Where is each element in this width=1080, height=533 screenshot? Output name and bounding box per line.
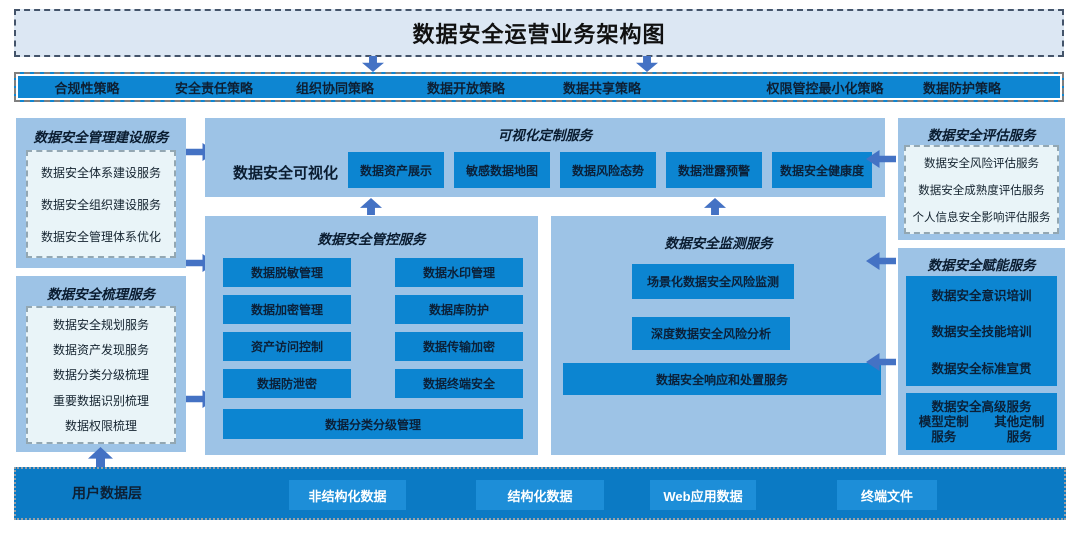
visualization-label: 数据安全可视化 bbox=[233, 165, 339, 182]
monitoring-button: 数据安全响应和处置服务 bbox=[563, 363, 881, 395]
viz-button: 数据泄露预警 bbox=[666, 152, 762, 188]
list-item: 数据安全意识培训 bbox=[931, 288, 1032, 303]
list-item: 数据安全成熟度评估服务 bbox=[918, 184, 1045, 197]
list-item: 模型定制服务 bbox=[918, 415, 969, 444]
control-button: 数据终端安全 bbox=[395, 369, 523, 398]
management-services-panel: 数据安全管理建设服务 数据安全体系建设服务 数据安全组织建设服务 数据安全管理体… bbox=[16, 118, 186, 268]
control-services-panel: 数据安全管控服务 数据脱敏管理 数据加密管理 资产访问控制 数据防泄密 数据水印… bbox=[205, 216, 538, 455]
enablement-services-panel: 数据安全赋能服务 数据安全意识培训 数据安全技能培训 数据安全标准宣贯 数据安全… bbox=[898, 248, 1065, 455]
control-button: 资产访问控制 bbox=[223, 332, 351, 361]
control-button: 数据传输加密 bbox=[395, 332, 523, 361]
policy-item: 组织协同策略 bbox=[295, 81, 375, 96]
list-item: 数据安全标准宣贯 bbox=[931, 362, 1032, 377]
monitoring-button: 场景化数据安全风险监测 bbox=[632, 264, 794, 299]
control-button: 数据防泄密 bbox=[223, 369, 351, 398]
viz-button: 敏感数据地图 bbox=[454, 152, 550, 188]
down-arrow-icon bbox=[362, 56, 384, 72]
evaluation-services-list: 数据安全风险评估服务 数据安全成熟度评估服务 个人信息安全影响评估服务 bbox=[904, 145, 1059, 234]
policy-item: 数据共享策略 bbox=[562, 81, 642, 96]
control-button: 数据脱敏管理 bbox=[223, 258, 351, 287]
data-type-button: 终端文件 bbox=[837, 480, 937, 510]
list-item: 数据资产发现服务 bbox=[52, 343, 149, 358]
viz-button: 数据风险态势 bbox=[560, 152, 656, 188]
panel-title: 数据安全赋能服务 bbox=[927, 258, 1036, 273]
list-item: 数据权限梳理 bbox=[64, 418, 137, 433]
data-type-button: 结构化数据 bbox=[476, 480, 604, 510]
policy-item: 权限管控最小化策略 bbox=[766, 81, 884, 96]
control-button: 数据水印管理 bbox=[395, 258, 523, 287]
viz-button: 数据资产展示 bbox=[348, 152, 444, 188]
panel-title: 数据安全评估服务 bbox=[927, 128, 1036, 143]
page-title: 数据安全运营业务架构图 bbox=[412, 22, 666, 47]
policy-item: 数据防护策略 bbox=[922, 81, 1002, 96]
list-item: 数据安全组织建设服务 bbox=[40, 197, 161, 212]
list-item: 数据安全规划服务 bbox=[52, 318, 149, 333]
policy-item: 数据开放策略 bbox=[426, 81, 506, 96]
monitoring-button: 深度数据安全风险分析 bbox=[632, 317, 790, 350]
control-right-column: 数据水印管理 数据库防护 数据传输加密 数据终端安全 bbox=[395, 258, 523, 398]
viz-button: 数据安全健康度 bbox=[772, 152, 873, 188]
list-item: 数据安全管理体系优化 bbox=[40, 229, 161, 244]
list-item: 数据安全风险评估服务 bbox=[924, 157, 1039, 170]
control-button: 数据库防护 bbox=[395, 295, 523, 324]
user-data-layer-label: 用户数据层 bbox=[72, 485, 142, 501]
management-services-list: 数据安全体系建设服务 数据安全组织建设服务 数据安全管理体系优化 bbox=[26, 150, 176, 258]
list-item: 个人信息安全影响评估服务 bbox=[912, 211, 1051, 224]
panel-title: 数据安全管理建设服务 bbox=[33, 130, 169, 145]
visualization-buttons: 数据资产展示 敏感数据地图 数据风险态势 数据泄露预警 数据安全健康度 bbox=[348, 152, 873, 188]
down-arrow-icon bbox=[636, 56, 658, 72]
policy-strip: 合规性策略 安全责任策略 组织协同策略 数据开放策略 数据共享策略 权限管控最小… bbox=[14, 72, 1064, 102]
advanced-services-items: 模型定制服务 其他定制服务 bbox=[906, 415, 1057, 445]
control-button: 数据加密管理 bbox=[223, 295, 351, 324]
combing-services-list: 数据安全规划服务 数据资产发现服务 数据分类分级梳理 重要数据识别梳理 数据权限… bbox=[26, 306, 176, 444]
control-left-column: 数据脱敏管理 数据加密管理 资产访问控制 数据防泄密 bbox=[223, 258, 351, 398]
visualization-services-panel: 可视化定制服务 数据安全可视化 数据资产展示 敏感数据地图 数据风险态势 数据泄… bbox=[205, 118, 885, 197]
data-type-button: Web应用数据 bbox=[650, 480, 756, 510]
monitoring-services-panel: 数据安全监测服务 场景化数据安全风险监测 深度数据安全风险分析 数据安全响应和处… bbox=[551, 216, 886, 455]
up-arrow-icon bbox=[704, 198, 726, 215]
panel-title: 数据安全梳理服务 bbox=[47, 287, 155, 302]
panel-title: 数据安全监测服务 bbox=[664, 236, 773, 251]
list-item: 数据安全体系建设服务 bbox=[40, 165, 161, 180]
data-type-button: 非结构化数据 bbox=[289, 480, 406, 510]
policy-item: 安全责任策略 bbox=[174, 81, 254, 96]
combing-services-panel: 数据安全梳理服务 数据安全规划服务 数据资产发现服务 数据分类分级梳理 重要数据… bbox=[16, 276, 186, 452]
panel-title: 数据安全管控服务 bbox=[317, 232, 426, 247]
control-bottom-button: 数据分类分级管理 bbox=[223, 409, 523, 439]
diagram-title-banner: 数据安全运营业务架构图 bbox=[14, 9, 1064, 57]
enablement-training-list: 数据安全意识培训 数据安全技能培训 数据安全标准宣贯 bbox=[906, 276, 1057, 386]
panel-title: 可视化定制服务 bbox=[497, 128, 593, 143]
advanced-services-box: 数据安全高级服务 模型定制服务 其他定制服务 bbox=[906, 393, 1057, 450]
list-item: 重要数据识别梳理 bbox=[52, 393, 149, 408]
evaluation-services-panel: 数据安全评估服务 数据安全风险评估服务 数据安全成熟度评估服务 个人信息安全影响… bbox=[898, 118, 1065, 240]
user-data-layer-bar: 用户数据层 非结构化数据 结构化数据 Web应用数据 终端文件 bbox=[14, 467, 1066, 520]
list-item: 数据安全技能培训 bbox=[931, 325, 1032, 340]
list-item: 其他定制服务 bbox=[994, 415, 1045, 444]
advanced-services-title: 数据安全高级服务 bbox=[931, 400, 1032, 414]
list-item: 数据分类分级梳理 bbox=[52, 368, 149, 383]
up-arrow-icon bbox=[360, 198, 382, 215]
policy-item: 合规性策略 bbox=[54, 81, 120, 96]
